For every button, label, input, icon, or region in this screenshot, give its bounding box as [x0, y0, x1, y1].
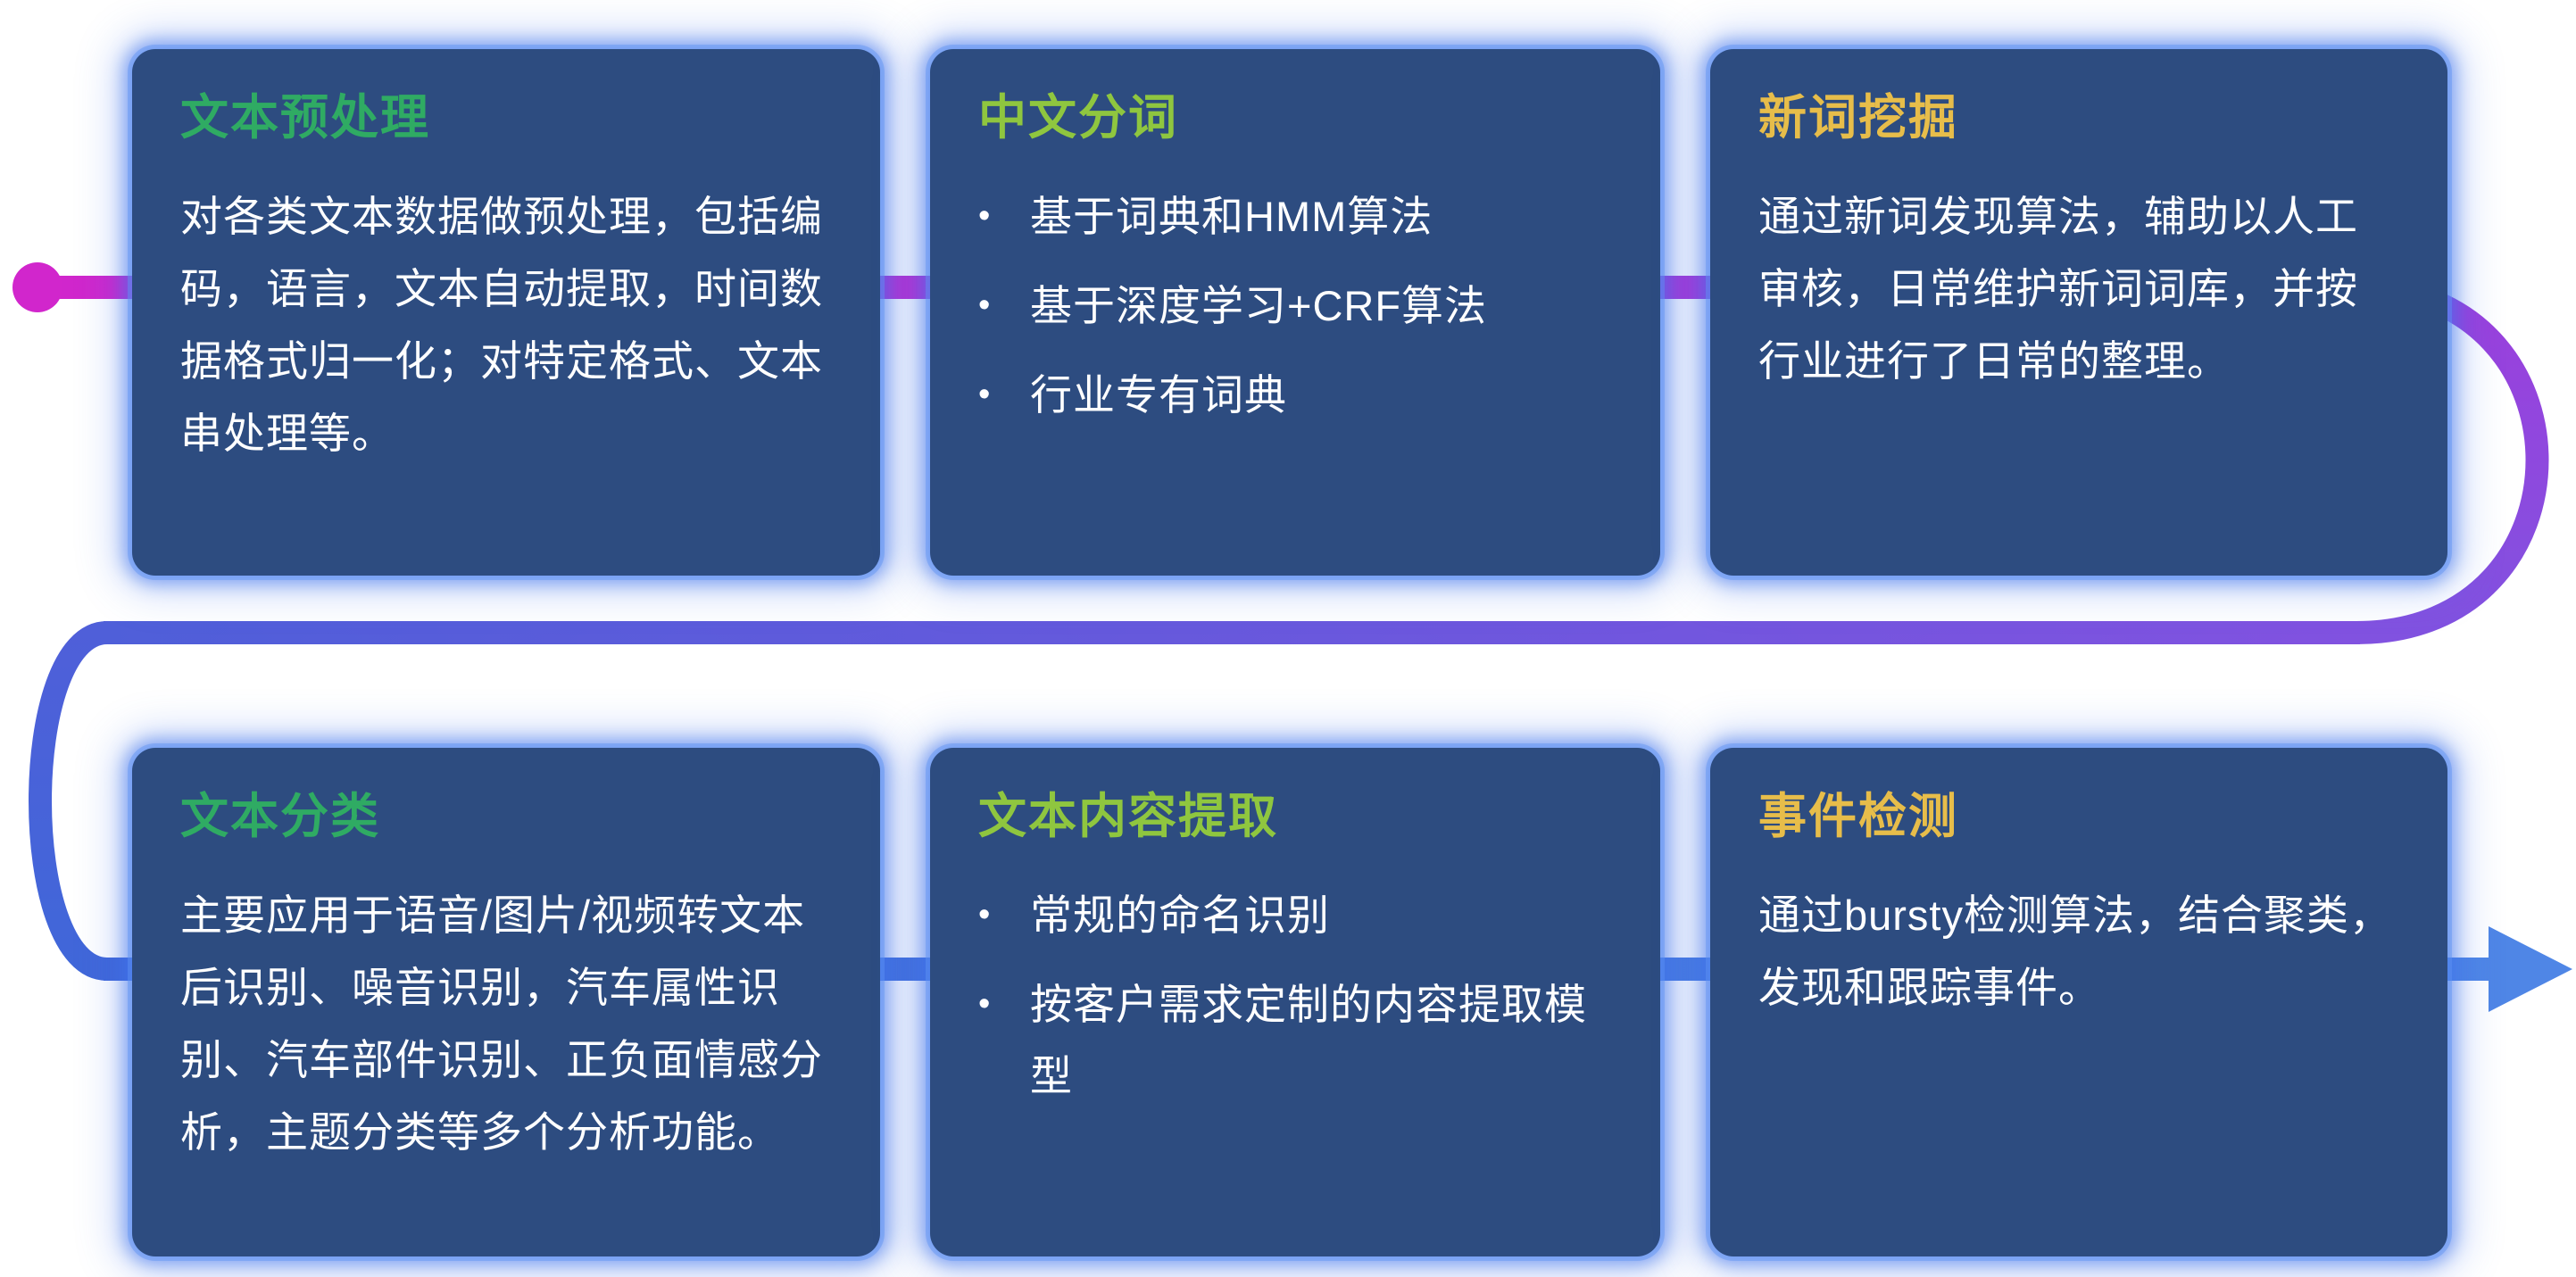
bullet-text: 行业专有词典	[1030, 370, 1287, 419]
flow-start-dot	[12, 262, 62, 312]
card-body: 主要应用于语音/图片/视频转文本后识别、噪音识别，汽车属性识别、汽车部件识别、正…	[180, 891, 823, 1156]
card-title: 新词挖掘	[1758, 91, 1958, 145]
bullet-text: 基于词典和HMM算法	[1030, 193, 1433, 241]
card-body: 对各类文本数据做预处理，包括编码，语言，文本自动提取，时间数据格式归一化；对特定…	[180, 193, 823, 457]
bullet-text: 基于深度学习+CRF算法	[1030, 281, 1488, 329]
card-body: 通过bursty检测算法，结合聚类，发现和跟踪事件。	[1758, 891, 2392, 1011]
bullet-item: 常规的命名识别	[978, 880, 1612, 951]
bullet-item: 基于深度学习+CRF算法	[978, 270, 1612, 342]
card-title: 文本预处理	[180, 91, 430, 145]
card-new-word-mining: 新词挖掘 通过新词发现算法，辅助以人工审核，日常维护新词词库，并按行业进行了日常…	[1710, 49, 2447, 576]
card-bullets: 常规的命名识别 按客户需求定制的内容提取模型	[978, 880, 1612, 1112]
bullet-item: 基于词典和HMM算法	[978, 181, 1612, 253]
bullet-text: 常规的命名识别	[1030, 891, 1330, 940]
card-chinese-word-segmentation: 中文分词 基于词典和HMM算法 基于深度学习+CRF算法 行业专有词典	[930, 49, 1660, 576]
card-text-content-extraction: 文本内容提取 常规的命名识别 按客户需求定制的内容提取模型	[930, 748, 1660, 1256]
bullet-text: 按客户需求定制的内容提取模型	[1030, 980, 1587, 1099]
card-title: 文本内容提取	[978, 790, 1278, 843]
flow-arrow-icon	[2489, 926, 2572, 1012]
card-body: 通过新词发现算法，辅助以人工审核，日常维护新词词库，并按行业进行了日常的整理。	[1758, 193, 2358, 385]
card-bullets: 基于词典和HMM算法 基于深度学习+CRF算法 行业专有词典	[978, 181, 1612, 431]
bullet-item: 行业专有词典	[978, 360, 1612, 431]
bullet-item: 按客户需求定制的内容提取模型	[978, 969, 1612, 1112]
card-title: 文本分类	[180, 790, 380, 843]
card-text-preprocessing: 文本预处理 对各类文本数据做预处理，包括编码，语言，文本自动提取，时间数据格式归…	[132, 49, 880, 576]
card-title: 事件检测	[1758, 790, 1958, 843]
card-text-classification: 文本分类 主要应用于语音/图片/视频转文本后识别、噪音识别，汽车属性识别、汽车部…	[132, 748, 880, 1256]
card-title: 中文分词	[978, 91, 1178, 145]
card-event-detection: 事件检测 通过bursty检测算法，结合聚类，发现和跟踪事件。	[1710, 748, 2447, 1256]
flow-curve-left	[29, 621, 109, 981]
